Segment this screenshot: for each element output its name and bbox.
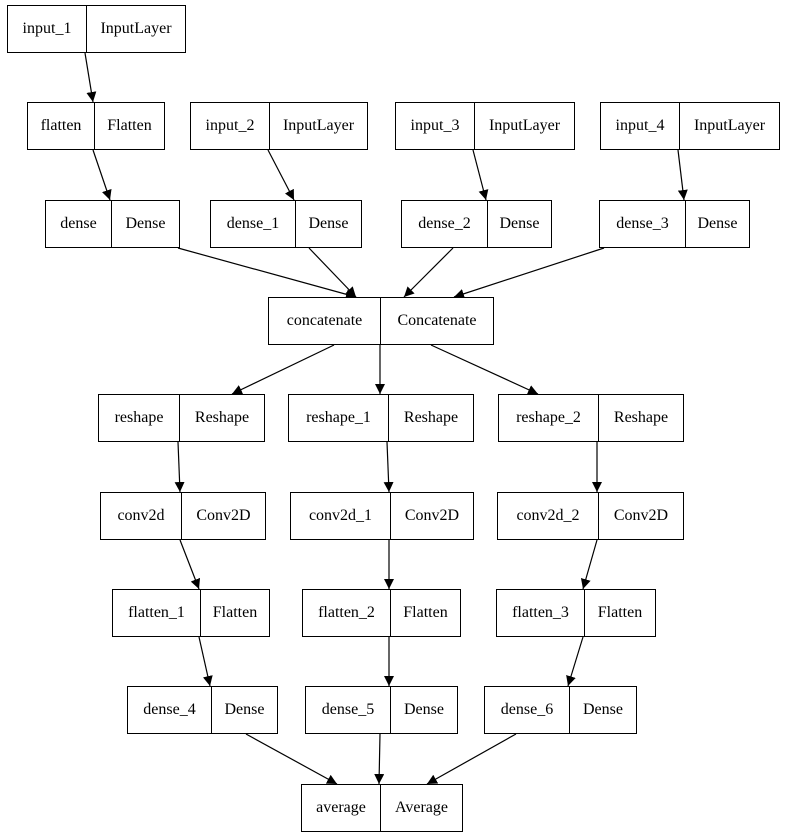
layer-type: Flatten [390, 590, 460, 636]
layer-type: InputLayer [474, 103, 574, 149]
edge-dense-to-concatenate [177, 247, 357, 300]
layer-name: dense_1 [226, 215, 280, 232]
layer-name: input_2 [205, 117, 255, 134]
layer-type: Concatenate [380, 298, 493, 344]
edge-input_2-to-dense_1 [267, 149, 295, 201]
layer-type: InputLayer [269, 103, 367, 149]
node-input_2: input_2 InputLayer [190, 102, 368, 150]
edge-dense_6-to-average [426, 733, 517, 785]
layer-name: dense_2 [418, 215, 471, 232]
layer-type: Dense [569, 687, 636, 733]
edge-input_1-to-flatten [84, 52, 97, 103]
layer-type: Conv2D [390, 493, 473, 539]
node-reshape_2: reshape_2 Reshape [498, 394, 684, 442]
node-concatenate: concatenate Concatenate [268, 297, 494, 345]
layer-name: reshape_1 [306, 409, 371, 426]
layer-type: Dense [295, 201, 361, 247]
layer-name: average [316, 799, 366, 816]
layer-type: InputLayer [679, 103, 779, 149]
edge-flatten_3-to-dense_6 [566, 636, 584, 687]
edge-flatten-to-dense [92, 149, 112, 201]
node-flatten_3: flatten_3 Flatten [496, 589, 656, 637]
node-dense_4: dense_4 Dense [127, 686, 278, 734]
layer-name: concatenate [286, 312, 363, 329]
layer-type: Dense [111, 201, 179, 247]
layer-name: input_1 [22, 20, 72, 37]
edge-dense_4-to-average [245, 733, 338, 785]
edge-dense_1-to-concatenate [308, 247, 357, 298]
edge-dense_5-to-average [374, 733, 385, 785]
layer-name: reshape [114, 409, 164, 426]
layer-name: dense_6 [500, 701, 554, 718]
layer-name: dense [60, 215, 97, 232]
node-reshape: reshape Reshape [98, 394, 265, 442]
layer-name: dense_4 [143, 701, 196, 718]
edge-reshape-to-conv2d [174, 441, 185, 493]
node-average: average Average [301, 784, 463, 832]
layer-name: conv2d_2 [516, 507, 580, 524]
layer-type: Flatten [94, 103, 164, 149]
layer-type: Reshape [388, 395, 473, 441]
layer-type: Average [380, 785, 462, 831]
node-conv2d_2: conv2d_2 Conv2D [497, 492, 684, 540]
edge-input_4-to-dense_3 [677, 149, 688, 201]
layer-type: Dense [487, 201, 551, 247]
node-dense_3: dense_3 Dense [599, 200, 750, 248]
layer-type: Dense [390, 687, 457, 733]
layer-type: Reshape [598, 395, 683, 441]
edge-reshape_1-to-conv2d_1 [383, 441, 394, 493]
layer-name: dense_3 [616, 215, 669, 232]
node-conv2d_1: conv2d_1 Conv2D [290, 492, 474, 540]
layer-name: input_4 [615, 117, 665, 134]
layer-type: Dense [211, 687, 277, 733]
layer-name: input_3 [410, 117, 460, 134]
edge-dense_2-to-concatenate [403, 247, 454, 298]
layer-name: conv2d [117, 507, 165, 524]
node-dense_5: dense_5 Dense [305, 686, 458, 734]
edge-conv2d_2-to-flatten_3 [580, 539, 598, 590]
layer-name: conv2d_1 [308, 507, 373, 524]
edge-dense_3-to-concatenate [453, 247, 605, 299]
layer-type: Conv2D [598, 493, 683, 539]
edge-input_3-to-dense_2 [472, 149, 489, 201]
layer-type: Flatten [584, 590, 655, 636]
node-flatten_2: flatten_2 Flatten [302, 589, 461, 637]
layer-type: Conv2D [181, 493, 265, 539]
edge-conv2d-to-flatten_1 [179, 539, 201, 590]
node-dense_6: dense_6 Dense [484, 686, 637, 734]
node-dense: dense Dense [45, 200, 180, 248]
layer-type: Reshape [179, 395, 264, 441]
node-flatten: flatten Flatten [27, 102, 165, 150]
layer-name: reshape_2 [516, 409, 581, 426]
edge-flatten_1-to-dense_4 [198, 636, 213, 687]
layer-type: Dense [685, 201, 749, 247]
node-flatten_1: flatten_1 Flatten [112, 589, 270, 637]
layer-name: flatten [40, 117, 82, 134]
edge-concatenate-to-reshape [231, 344, 335, 395]
node-input_1: input_1 InputLayer [7, 5, 186, 53]
layer-name: flatten_3 [512, 604, 569, 621]
layer-type: InputLayer [86, 6, 185, 52]
node-input_4: input_4 InputLayer [600, 102, 780, 150]
node-reshape_1: reshape_1 Reshape [288, 394, 474, 442]
layer-name: flatten_1 [128, 604, 185, 621]
layer-name: flatten_2 [318, 604, 375, 621]
layer-type: Flatten [200, 590, 269, 636]
node-dense_2: dense_2 Dense [401, 200, 552, 248]
layer-name: dense_5 [321, 701, 375, 718]
node-dense_1: dense_1 Dense [210, 200, 362, 248]
node-input_3: input_3 InputLayer [395, 102, 575, 150]
node-conv2d: conv2d Conv2D [100, 492, 266, 540]
edge-concatenate-to-reshape_2 [430, 344, 539, 395]
